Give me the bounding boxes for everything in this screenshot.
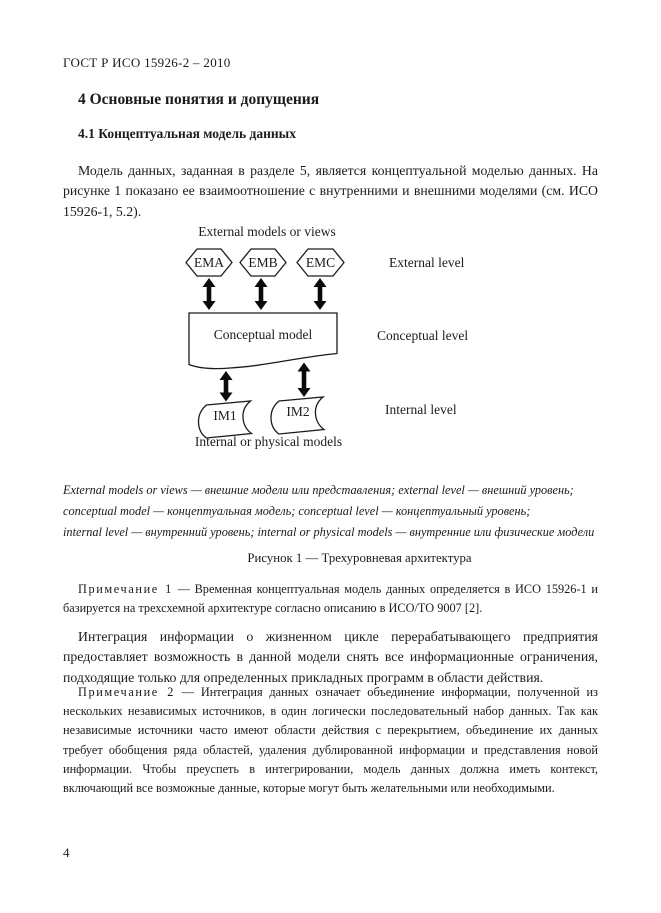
hexagon-emb-label: EMB — [248, 255, 278, 270]
im2-label: IM2 — [286, 404, 310, 419]
external-level-label: External level — [389, 255, 465, 270]
conceptual-model-shape — [188, 312, 338, 370]
page-number: 4 — [63, 845, 70, 860]
legend-line: External models or views — внешние модел… — [63, 483, 574, 497]
subsection-heading: 4.1 Концептуальная модель данных — [78, 126, 296, 141]
note-1-label: Примечание 1 — [78, 582, 173, 596]
figure-diagram: External models or views EMA EMB EMC Ext… — [0, 220, 661, 455]
double-arrow-im2 — [297, 362, 311, 397]
note-2-label: Примечание 2 — [78, 685, 175, 699]
im1-label: IM1 — [213, 408, 237, 423]
diagram-canvas — [185, 248, 345, 439]
paragraph-intro: Модель данных, заданная в разделе 5, явл… — [63, 163, 598, 219]
double-arrow-ema — [202, 278, 216, 310]
double-arrow-emb — [254, 278, 268, 310]
internal-level-label: Internal level — [385, 402, 457, 417]
figure-legend: External models or views — внешние модел… — [63, 480, 613, 544]
hexagon-emb-shape — [239, 248, 287, 277]
legend-line: internal level — внутренний уровень; int… — [63, 525, 595, 540]
double-arrow-im1 — [219, 371, 233, 402]
hexagon-emc-shape — [296, 248, 345, 277]
external-models-label: External models or views — [198, 224, 336, 239]
figure-caption: Рисунок 1 — Трехуровневая архитектура — [247, 551, 472, 565]
note-1: Примечание 1 — Временная концептуальная … — [63, 580, 598, 618]
conceptual-model-label: Conceptual model — [213, 327, 313, 342]
note-2: Примечание 2 — Интеграция данных означае… — [63, 683, 598, 798]
internal-models-label: Internal or physical models — [194, 434, 343, 449]
hexagon-ema-shape — [185, 248, 233, 277]
note-2-text: — Интеграция данных означает объединение… — [63, 685, 598, 796]
hexagon-ema-label: EMA — [194, 255, 224, 270]
legend-line: conceptual model — концептуальная модель… — [63, 504, 531, 519]
page-header: ГОСТ Р ИСО 15926-2 – 2010 — [63, 55, 231, 70]
section-heading: 4 Основные понятия и допущения — [78, 91, 320, 108]
paragraph-integration: Интеграция информации о жизненном цикле … — [63, 629, 598, 685]
note-1-text: — Временная концептуальная модель данных… — [63, 582, 598, 616]
double-arrow-emc — [313, 278, 327, 310]
conceptual-level-label: Conceptual level — [377, 328, 469, 343]
hexagon-emc-label: EMC — [305, 255, 336, 270]
